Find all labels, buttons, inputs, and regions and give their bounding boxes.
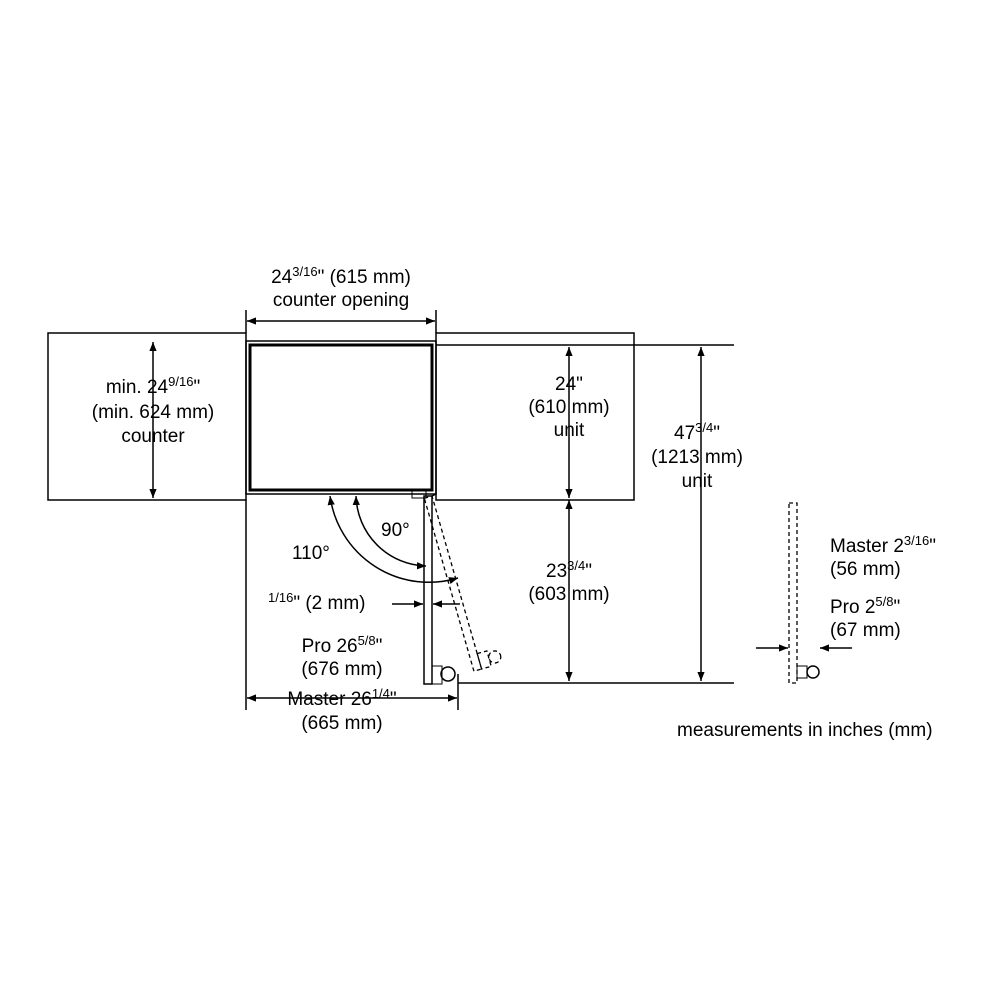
angle-90-label: 90° — [381, 520, 410, 541]
handle-knob — [440, 666, 456, 682]
unit-caption: unit — [554, 420, 585, 441]
unit-depth-label: 24" — [555, 374, 583, 395]
counter-caption: counter — [121, 426, 185, 447]
opening-dimension-label: 243/16" (615 mm) — [271, 264, 411, 288]
pro-depth-mm: (676 mm) — [301, 659, 382, 680]
side-handle-bar — [796, 665, 808, 679]
total-depth-label: 473/4" — [674, 420, 720, 444]
door-depth-mm: (603 mm) — [528, 584, 609, 605]
counter-depth-label: min. 249/16" — [106, 374, 200, 398]
unit-depth-mm: (610 mm) — [528, 397, 609, 418]
door-open-dashed — [423, 495, 502, 673]
units-note: measurements in inches (mm) — [677, 720, 933, 741]
total-caption: unit — [682, 471, 713, 492]
master-depth-label: Master 261/4" — [287, 686, 396, 710]
master-handle-mm: (56 mm) — [830, 559, 901, 580]
total-depth-mm: (1213 mm) — [651, 447, 743, 468]
pro-handle-mm: (67 mm) — [830, 620, 901, 641]
door-depth-label: 233/4" — [546, 558, 592, 582]
pro-handle-label: Pro 25/8" — [830, 594, 900, 618]
side-handle-knob — [806, 665, 820, 679]
master-depth-mm: (665 mm) — [301, 713, 382, 734]
door-panel — [423, 495, 433, 685]
arc-90 — [352, 495, 427, 570]
counter-depth-mm: (min. 624 mm) — [92, 402, 214, 423]
master-handle-label: Master 23/16" — [830, 533, 936, 557]
pro-depth-label: Pro 265/8" — [302, 633, 383, 657]
side-door-dashed — [788, 502, 798, 684]
gap-label: 1/16" (2 mm) — [268, 590, 366, 614]
angle-110-label: 110° — [292, 543, 330, 564]
handle-bar — [431, 665, 443, 685]
unit-inner — [248, 343, 434, 492]
hinge-line — [431, 493, 437, 497]
unit-outer — [245, 340, 437, 495]
opening-caption: counter opening — [273, 290, 409, 311]
